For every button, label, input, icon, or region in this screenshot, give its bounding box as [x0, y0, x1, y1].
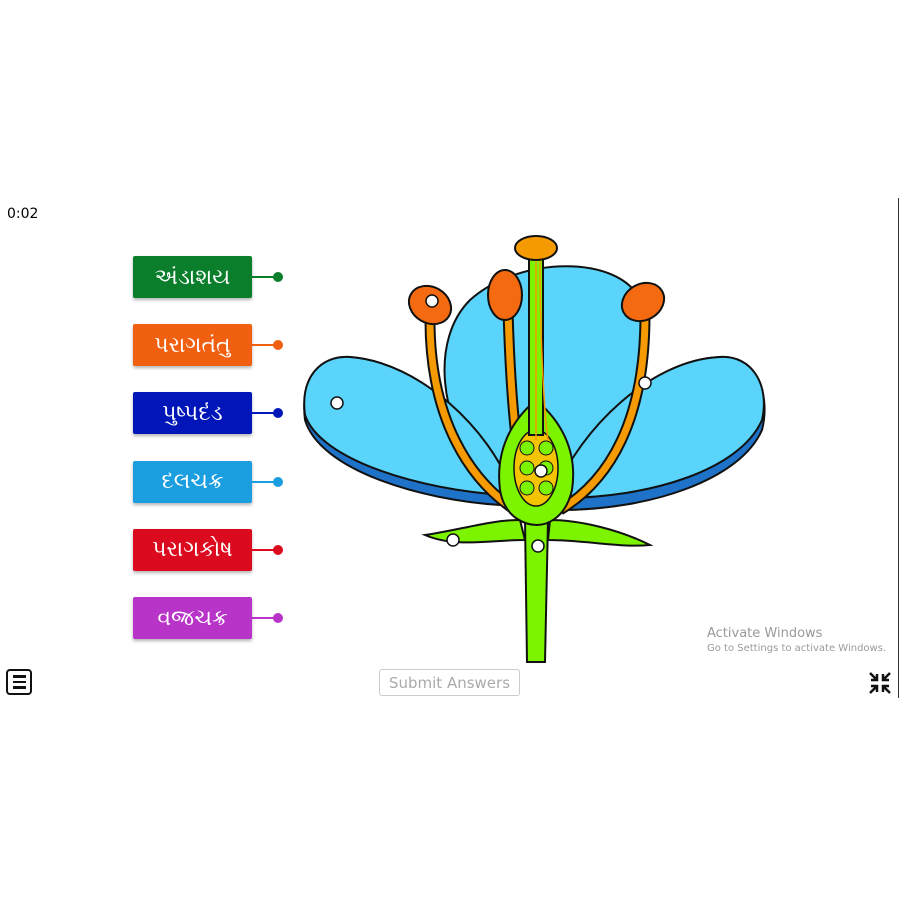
drop-target[interactable]: [446, 533, 460, 547]
draggable-label[interactable]: દલચક્ર: [133, 460, 252, 503]
filament: [426, 319, 517, 513]
label-handle[interactable]: [273, 340, 283, 351]
timer: 0:02: [7, 206, 39, 222]
label-handle[interactable]: [273, 272, 283, 282]
label-connector: [252, 480, 277, 483]
label-handle[interactable]: [273, 476, 283, 487]
label-connector: [252, 412, 277, 415]
drop-target[interactable]: [330, 396, 344, 410]
exit-fullscreen-icon[interactable]: [868, 671, 892, 695]
label-handle[interactable]: [273, 613, 283, 623]
label-connector: [252, 548, 277, 551]
label-connector: [252, 617, 277, 619]
anther: [620, 281, 666, 323]
drop-target[interactable]: [531, 539, 545, 553]
stigma: [514, 235, 558, 261]
draggable-label[interactable]: પરાગકોષ: [133, 528, 252, 571]
drop-target[interactable]: [425, 294, 439, 308]
draggable-label[interactable]: પુષ્પદંડ: [133, 392, 252, 435]
draggable-label[interactable]: પરાગતંતુ: [133, 324, 252, 367]
label-handle[interactable]: [273, 408, 283, 419]
sepal: [421, 518, 527, 544]
activate-windows-watermark: Activate Windows Go to Settings to activ…: [707, 626, 887, 654]
menu-icon: [12, 675, 26, 678]
anther: [487, 269, 523, 321]
divider: [898, 198, 899, 698]
draggable-label[interactable]: વજ્રચક્ર: [133, 597, 252, 639]
draggable-label[interactable]: અંડાશય: [133, 256, 252, 298]
filament: [558, 314, 649, 514]
label-handle[interactable]: [273, 544, 283, 555]
drop-target[interactable]: [638, 376, 652, 390]
left-petal: [303, 355, 514, 497]
label-connector: [252, 344, 277, 347]
submit-answers-button[interactable]: Submit Answers: [379, 669, 520, 696]
drop-target[interactable]: [534, 464, 548, 478]
label-connector: [252, 276, 277, 278]
sepal: [546, 518, 654, 547]
menu-button[interactable]: [6, 669, 32, 695]
